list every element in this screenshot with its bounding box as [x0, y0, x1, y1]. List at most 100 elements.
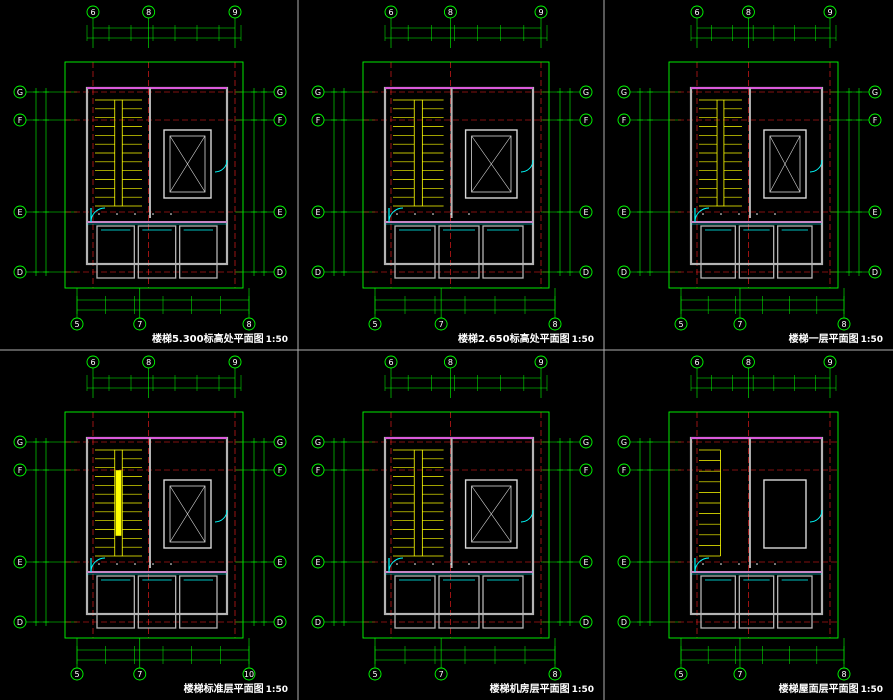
axis-bubble-label: F	[622, 116, 627, 125]
axis-bubble-label: G	[17, 438, 23, 447]
door-swing-arc	[809, 509, 823, 523]
top-axis-bubble: 8	[741, 5, 755, 19]
right-axis-bubble: E	[579, 205, 593, 219]
right-axis-bubble: F	[579, 113, 593, 127]
top-axis-bubble: 6	[86, 355, 100, 369]
panel-scale: 1:50	[861, 685, 883, 695]
top-axis-bubble: 6	[690, 5, 704, 19]
left-axis-bubble: G	[617, 435, 631, 449]
axis-bubble-label: E	[17, 558, 22, 567]
utility-room	[777, 575, 813, 629]
annotation-dot	[396, 213, 398, 215]
panel-scale: 1:50	[266, 685, 288, 695]
utility-room	[438, 225, 480, 279]
axis-bubble-label: 8	[448, 358, 453, 367]
axis-bubble-label: F	[316, 116, 321, 125]
elevator-car-diagonal	[169, 485, 206, 543]
axis-bubble-label: G	[583, 88, 589, 97]
axis-bubble-label: E	[315, 558, 320, 567]
right-axis-bubble: D	[273, 615, 287, 629]
annotation-dot	[756, 563, 758, 565]
axis-bubble-label: 5	[678, 670, 683, 679]
axis-bubble-label: 7	[137, 670, 142, 679]
door-swing-arc	[214, 159, 228, 173]
right-axis-bubble: G	[273, 85, 287, 99]
axis-bubble-label: 6	[90, 8, 95, 17]
axis-bubble-label: 7	[439, 320, 444, 329]
bottom-axis-bubble: 5	[70, 667, 84, 681]
axis-bubble-label: F	[278, 116, 283, 125]
bottom-axis-bubble: 5	[674, 317, 688, 331]
utility-room	[738, 225, 775, 279]
axis-bubble-label: E	[621, 208, 626, 217]
bottom-axis-bubble: 8	[837, 667, 851, 681]
bottom-axis-bubble: 8	[242, 317, 256, 331]
annotation-dot	[170, 213, 172, 215]
bottom-axis-bubble: 7	[133, 667, 147, 681]
axis-bubble-label: E	[315, 208, 320, 217]
elevator-shaft	[163, 479, 212, 549]
elevator-car	[471, 135, 512, 193]
utility-room	[96, 575, 135, 629]
axis-bubble-label: G	[872, 88, 878, 97]
axis-bubble-label: 8	[448, 8, 453, 17]
building-outline	[362, 411, 550, 639]
axis-bubble-label: D	[315, 618, 321, 627]
bottom-axis-bubble: 7	[133, 317, 147, 331]
axis-bubble-label: 9	[232, 358, 237, 367]
top-axis-bubble: 8	[142, 355, 156, 369]
bottom-axis-bubble: 7	[434, 667, 448, 681]
door-swing-arc	[520, 159, 534, 173]
axis-bubble-label: 5	[74, 320, 79, 329]
utility-room	[482, 225, 524, 279]
top-axis-bubble: 6	[690, 355, 704, 369]
axis-bubble-label: D	[17, 618, 23, 627]
right-axis-bubble: F	[579, 463, 593, 477]
right-axis-bubble: E	[273, 205, 287, 219]
top-axis-bubble: 6	[384, 5, 398, 19]
axis-bubble-label: G	[315, 438, 321, 447]
left-axis-bubble: F	[617, 463, 631, 477]
axis-bubble-label: 6	[694, 358, 699, 367]
utility-room	[738, 575, 775, 629]
axis-bubble-label: 8	[746, 358, 751, 367]
left-axis-bubble: D	[13, 615, 27, 629]
elevator-car-diagonal	[471, 135, 512, 193]
axis-bubble-label: 8	[146, 8, 151, 17]
left-axis-bubble: G	[617, 85, 631, 99]
bottom-axis-bubble: 8	[548, 667, 562, 681]
annotation-dot	[134, 213, 136, 215]
axis-bubble-label: 8	[246, 320, 251, 329]
annotation-dot	[152, 213, 154, 215]
left-axis-bubble: G	[311, 85, 325, 99]
stair-handrail	[114, 99, 123, 207]
utility-room	[700, 575, 736, 629]
axis-bubble-label: 5	[74, 670, 79, 679]
axis-bubble-label: D	[583, 268, 589, 277]
right-axis-bubble: E	[868, 205, 882, 219]
axis-bubble-label: F	[278, 466, 283, 475]
bottom-axis-bubble: 5	[368, 317, 382, 331]
right-axis-bubble: D	[868, 265, 882, 279]
elevator-shaft	[464, 479, 518, 549]
bottom-axis-bubble: 5	[674, 667, 688, 681]
right-axis-bubble: F	[273, 113, 287, 127]
elevator-shaft	[464, 129, 518, 199]
right-axis-bubble: D	[273, 265, 287, 279]
building-outline	[64, 411, 244, 639]
axis-bubble-label: F	[18, 116, 23, 125]
axis-bubble-label: 8	[552, 320, 557, 329]
panel-scale: 1:50	[266, 335, 288, 345]
axis-bubble-label: F	[873, 116, 878, 125]
left-axis-bubble: G	[311, 435, 325, 449]
right-axis-bubble: F	[273, 463, 287, 477]
axis-bubble-label: 9	[232, 8, 237, 17]
top-axis-bubble: 9	[228, 5, 242, 19]
axis-bubble-label: 10	[244, 670, 254, 679]
annotation-dot	[468, 213, 470, 215]
utility-room	[438, 575, 480, 629]
door-swing-arc	[809, 159, 823, 173]
